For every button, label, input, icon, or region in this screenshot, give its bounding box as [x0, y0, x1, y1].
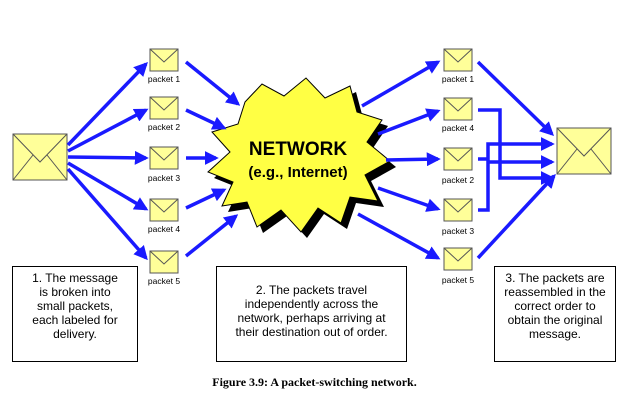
step-1-line: is broken into: [39, 285, 111, 299]
left-packet-5: packet 5: [148, 250, 180, 286]
packet-envelope-icon: [443, 48, 473, 72]
left-packet-4: packet 4: [148, 198, 180, 234]
step-1-description: 1. The message is broken into small pack…: [12, 266, 138, 362]
arrow-packet-5-to-network: [184, 214, 239, 258]
out-of-network-arrows: [357, 60, 441, 260]
right-packet-1: packet 1: [442, 48, 474, 84]
packet-envelope-icon: [443, 147, 473, 171]
step-2-description: 2. The packets travel independently acro…: [216, 266, 407, 362]
arrow-packet-2-to-network: [185, 108, 227, 130]
source-message-envelope-icon: [12, 133, 68, 181]
right-packet-5: packet 5: [442, 247, 474, 285]
packet-envelope-icon: [149, 48, 179, 72]
step-3-line: correct order to: [514, 299, 596, 313]
step-1-line: each labeled for: [32, 313, 118, 327]
arrow-source-to-packet-5: [66, 167, 148, 261]
arrow-packet-1-to-network: [184, 60, 241, 106]
packet-envelope-icon: [443, 247, 473, 271]
right-packet-2: packet 2: [442, 147, 474, 185]
left-packet-2: packet 2: [148, 96, 180, 132]
packet-label: packet 1: [442, 74, 474, 84]
step-2-line: their destination out of order.: [235, 325, 388, 339]
packet-envelope-icon: [149, 146, 179, 170]
arrow-network-to-packet-4: [377, 108, 441, 136]
arrow-network-to-packet-3: [377, 186, 441, 212]
right-packet-4: packet 4: [442, 97, 474, 133]
step-2-line: network, perhaps arriving at: [237, 311, 386, 325]
packet-envelope-icon: [443, 97, 473, 121]
source-fanout-arrows: [66, 61, 149, 261]
step-3-line: message.: [528, 327, 582, 341]
packet-envelope-icon: [149, 198, 179, 222]
network-title: NETWORK: [249, 139, 347, 160]
packet-label: packet 1: [148, 74, 180, 84]
arrow-packet-1-to-destination: [476, 60, 555, 136]
network-burst: [207, 77, 391, 233]
packet-envelope-icon: [149, 96, 179, 120]
packet-label: packet 3: [148, 173, 180, 183]
packet-envelope-icon: [443, 198, 473, 222]
arrow-network-to-packet-2: [385, 152, 441, 167]
step-2-line: independently across the: [244, 297, 379, 311]
network-subtitle: (e.g., Internet): [248, 164, 347, 181]
arrow-network-to-packet-5: [357, 212, 441, 260]
right-packet-3: packet 3: [442, 198, 474, 236]
arrow-packet-4-to-network: [185, 188, 227, 210]
destination-message-envelope-icon: [556, 127, 612, 175]
left-packet-1: packet 1: [148, 48, 180, 84]
packet-label: packet 2: [148, 122, 180, 132]
arrow-network-to-packet-1: [361, 60, 441, 108]
packet-label: packet 4: [442, 123, 474, 133]
step-3-line: reassembled in the: [504, 285, 606, 299]
step-1-line: delivery.: [53, 327, 97, 341]
arrow-packet-2-to-destination: [478, 137, 555, 161]
packet-label: packet 5: [148, 276, 180, 286]
packet-envelope-icon: [149, 250, 179, 274]
packet-label: packet 3: [442, 226, 474, 236]
packet-label: packet 5: [442, 275, 474, 285]
arrow-source-to-packet-3: [67, 150, 149, 165]
arrow-packet-5-to-destination: [476, 173, 556, 260]
step-2-line: 2. The packets travel: [255, 283, 368, 297]
step-3-description: 3. The packets are reassembled in the co…: [494, 266, 616, 362]
step-3-line: obtain the original: [507, 313, 603, 327]
arrow-source-to-packet-4: [67, 161, 149, 211]
arrow-source-to-packet-2: [67, 108, 149, 153]
packet-label: packet 4: [148, 224, 180, 234]
figure-caption: Figure 3.9: A packet-switching network.: [212, 375, 417, 389]
step-1-line: 1. The message: [32, 271, 118, 285]
packet-label: packet 2: [442, 175, 474, 185]
step-1-line: small packets,: [36, 299, 114, 313]
arrow-source-to-packet-1: [66, 61, 148, 147]
arrow-packet-3-to-destination: [478, 155, 555, 212]
step-3-line: 3. The packets are: [505, 271, 605, 285]
left-packet-3: packet 3: [148, 146, 180, 183]
reassembly-arrows: [476, 60, 556, 260]
into-network-arrows: [184, 60, 241, 258]
